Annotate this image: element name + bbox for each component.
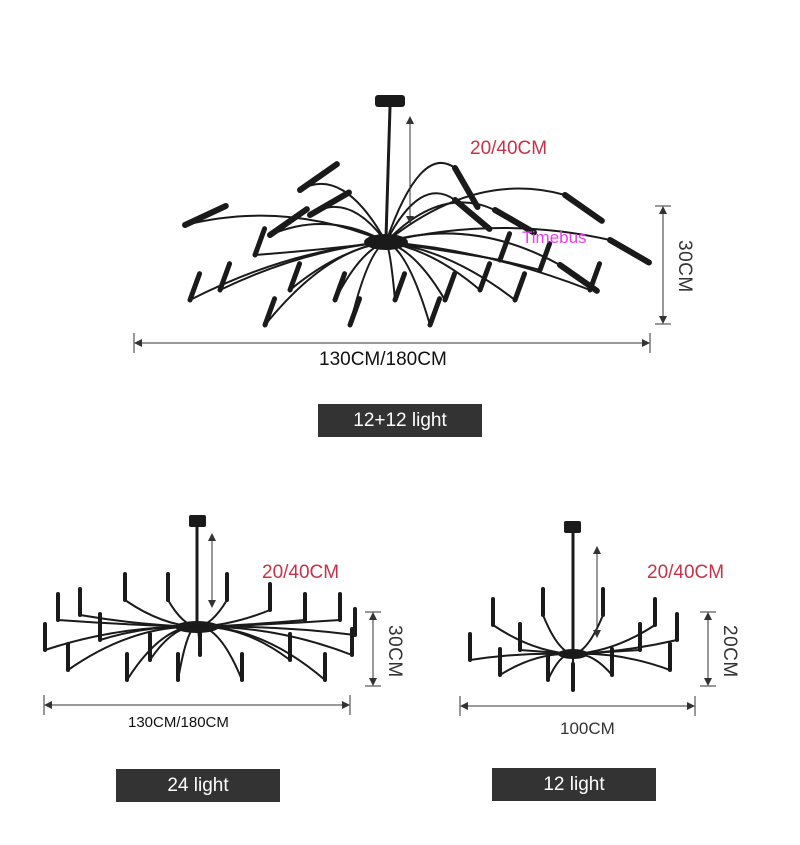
br-height-range-label: 20/40CM: [647, 562, 725, 583]
top-light-count-text: 12+12 light: [353, 409, 447, 431]
chandelier-arm: [385, 162, 456, 243]
top-width-label: 130CM/180CM: [319, 349, 447, 370]
top-light-count-badge: 12+12 light: [318, 404, 482, 437]
light-tube: [252, 226, 268, 258]
chandelier-arm: [269, 223, 387, 243]
light-tube: [477, 261, 493, 293]
top-drop-label: 30CM: [674, 240, 695, 293]
light-tube: [182, 202, 229, 228]
bl-height-range-label: 20/40CM: [262, 562, 340, 583]
light-tube: [537, 241, 553, 273]
chandelier-arm: [385, 232, 561, 266]
light-tube: [262, 296, 278, 328]
chandelier-arm: [385, 187, 566, 243]
light-tube: [452, 165, 481, 210]
chandelier-arm: [196, 625, 356, 636]
light-tube: [267, 206, 310, 238]
light-tube: [497, 231, 513, 263]
light-tube: [287, 261, 303, 293]
chandelier-arm: [254, 241, 387, 256]
chandelier-arm: [385, 201, 496, 243]
top-height-range-label: 20/40CM: [470, 138, 548, 159]
chandelier-arm: [196, 625, 243, 681]
light-tube: [347, 296, 363, 328]
light-tube: [187, 271, 203, 303]
light-tube: [297, 161, 340, 193]
chandelier-arm: [385, 192, 456, 243]
chandelier-arm: [334, 241, 387, 301]
bl-drop-label: 30CM: [384, 625, 405, 678]
light-tube: [332, 271, 348, 303]
chandelier-arm: [184, 214, 387, 243]
chandelier-arm: [542, 614, 574, 655]
bl-width-label: 130CM/180CM: [128, 714, 229, 731]
light-tube: [442, 271, 458, 303]
chandelier-arm: [385, 241, 396, 301]
br-drop-label: 20CM: [719, 625, 740, 678]
chandelier-arm: [547, 652, 574, 681]
light-tube: [427, 296, 443, 328]
chandelier-arm: [492, 624, 574, 655]
br-light-count-badge: 12 light: [492, 768, 656, 801]
light-tube: [587, 261, 603, 293]
watermark-text: Timebus: [522, 228, 587, 247]
br-light-count-text: 12 light: [543, 773, 605, 795]
bl-light-count-badge: 24 light: [116, 769, 280, 802]
light-tube: [307, 189, 352, 218]
chandelier-arm: [177, 626, 198, 681]
light-tube: [392, 271, 408, 303]
light-tube: [512, 271, 528, 303]
light-tube: [562, 192, 605, 224]
bl-light-count-text: 24 light: [167, 774, 229, 796]
chandelier-arm: [572, 639, 678, 655]
light-tube: [217, 261, 233, 293]
light-tube: [452, 197, 493, 232]
chandelier-arm: [385, 241, 501, 261]
chandelier-arm: [264, 241, 387, 326]
br-width-label: 100CM: [560, 719, 615, 738]
light-tube: [607, 237, 652, 266]
